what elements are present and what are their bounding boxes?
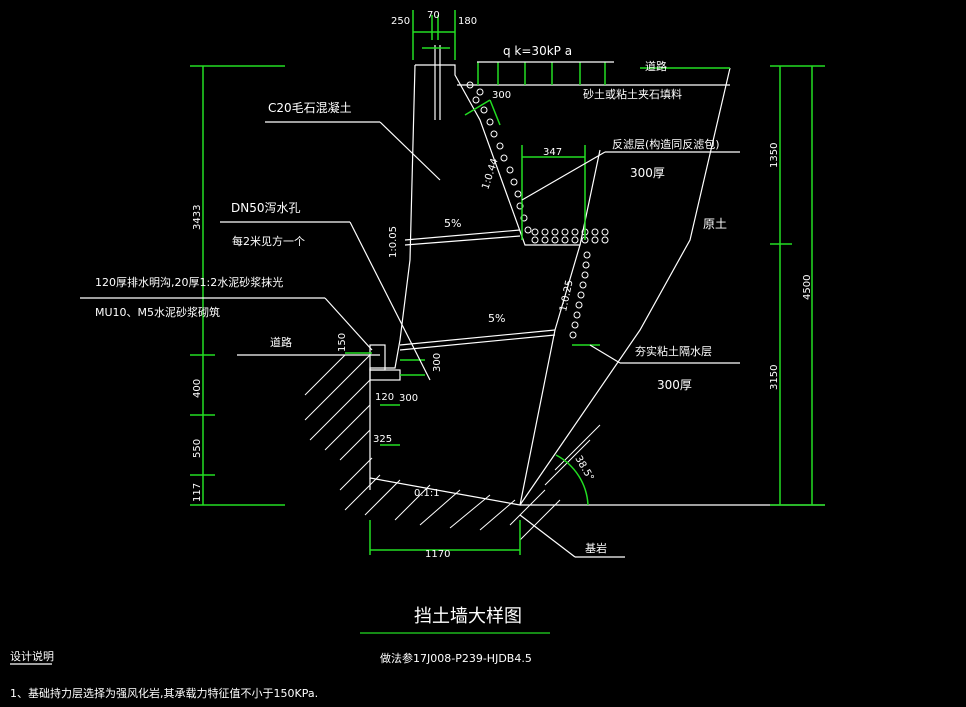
drain-spacing-label: 每2米见方一个 [232, 234, 305, 248]
clay-thick-label: 300厚 [657, 378, 692, 392]
road-bottom-label: 道路 [270, 335, 292, 349]
drawing-reference: 做法参17J008-P239-HJDB4.5 [380, 651, 532, 665]
dim-base-1170: 1170 [425, 549, 450, 560]
dim-ditch-325: 325 [373, 434, 392, 445]
ditch-label-2: MU10、M5水泥砂浆砌筑 [95, 305, 220, 319]
backfill-label: 砂土或粘土夹石填料 [583, 87, 682, 101]
dim-filter-300: 300 [492, 90, 511, 101]
drawing-title: 挡土墙大样图 [414, 606, 522, 627]
dim-ditch-300b: 300 [432, 353, 443, 372]
dim-ditch-120: 120 [375, 392, 394, 403]
filter-thick-label: 300厚 [630, 166, 665, 180]
dim-left-150: 150 [337, 333, 348, 352]
dim-250: 250 [391, 16, 410, 27]
dim-left-3433: 3433 [192, 205, 203, 230]
dim-347: 347 [543, 147, 562, 158]
slope-front: 1:0.05 [388, 226, 399, 258]
note-1: 1、基础持力层选择为强风化岩,其承载力特征值不小于150KPa. [10, 686, 318, 700]
dim-right-1350: 1350 [769, 143, 780, 168]
angle-label: 38.5° [572, 454, 595, 483]
drain-hole-label: DN50泻水孔 [231, 201, 301, 215]
clay-layer-label: 夯实粘土隔水层 [635, 344, 712, 358]
dimension-lines [190, 10, 825, 555]
dim-right-4500: 4500 [802, 275, 813, 300]
dim-left-550: 550 [192, 439, 203, 458]
slope-back-top: 1:0.44 [480, 157, 500, 191]
dim-70: 70 [427, 10, 440, 21]
notes-heading: 设计说明 [10, 649, 54, 663]
filter-gravel [466, 81, 609, 339]
slope-back-bottom: 1:0.25 [558, 279, 575, 313]
slope-pct-1: 5% [444, 217, 461, 230]
slope-pct-2: 5% [488, 312, 505, 325]
ditch-label-1: 120厚排水明沟,20厚1:2水泥砂浆抹光 [95, 275, 283, 289]
slope-base: 0.1:1 [414, 488, 440, 499]
soil-hatch-front [304, 354, 601, 541]
dim-left-117: 117 [192, 483, 203, 502]
road-top-label: 道路 [645, 59, 667, 73]
concrete-label: C20毛石混凝土 [268, 100, 352, 115]
dim-180: 180 [458, 16, 477, 27]
leader-lines [10, 121, 740, 665]
filter-layer-label: 反滤层(构造同反滤包) [612, 137, 720, 151]
dim-ditch-300a: 300 [399, 393, 418, 404]
load-label: q k=30kP a [503, 44, 572, 58]
original-soil-label: 原土 [703, 217, 727, 231]
dim-left-400: 400 [192, 379, 203, 398]
bedrock-label: 基岩 [585, 541, 607, 555]
dim-right-3150: 3150 [769, 365, 780, 390]
